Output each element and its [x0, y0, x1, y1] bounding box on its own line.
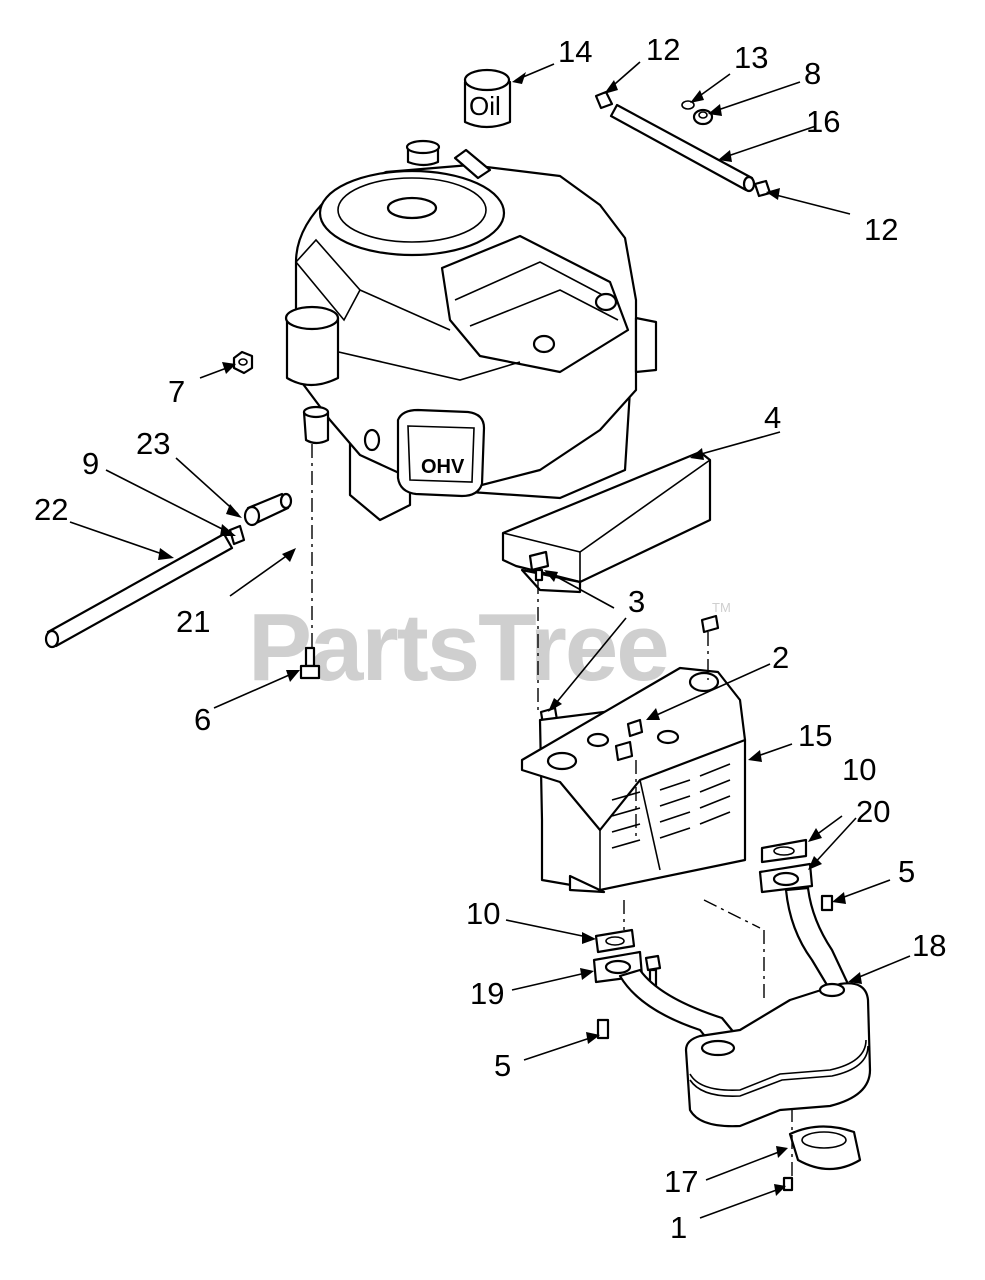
- flange-bolt-left[interactable]: [596, 1018, 610, 1040]
- breather-hose-part[interactable]: [609, 103, 756, 193]
- callout-4: 4: [764, 400, 781, 435]
- callout-18: 18: [912, 928, 946, 963]
- callout-15: 15: [798, 718, 832, 753]
- callout-8: 8: [804, 56, 821, 91]
- o-ring-part[interactable]: [681, 100, 695, 110]
- callout-23: 23: [136, 426, 170, 461]
- shield-vents: [611, 763, 731, 849]
- breather-fitting-part[interactable]: [692, 108, 714, 126]
- callout-16: 16: [806, 104, 840, 139]
- exhaust-gasket-upper[interactable]: [760, 838, 808, 864]
- muffler-part[interactable]: [618, 886, 872, 1128]
- callout-3: 3: [628, 584, 645, 619]
- callout-7: 7: [168, 374, 185, 409]
- spark-deflector-part[interactable]: [788, 1125, 862, 1170]
- callout-21: 21: [176, 604, 210, 639]
- flange-bolt-right[interactable]: [820, 894, 834, 912]
- callout-2: 2: [772, 640, 789, 675]
- callout-12-upper: 12: [646, 32, 680, 67]
- callout-22: 22: [34, 492, 68, 527]
- exhaust-gasket-lower[interactable]: [594, 928, 636, 954]
- leader-lines: [69, 61, 911, 1219]
- oil-bottle-label: Oil: [469, 91, 501, 121]
- callout-17: 17: [664, 1164, 698, 1199]
- deflector-screw-part[interactable]: [782, 1176, 794, 1192]
- callout-1: 1: [670, 1210, 687, 1245]
- hex-nut-part[interactable]: [232, 350, 254, 375]
- callout-19: 19: [470, 976, 504, 1011]
- watermark-trademark: TM: [712, 600, 731, 615]
- callout-13: 13: [734, 40, 768, 75]
- callout-labels: 14 12 13 8 16 12 7 23 9 22 21 4 3 2 6 15…: [34, 32, 946, 1245]
- shield-bolt-right[interactable]: [700, 614, 720, 634]
- hose-clamp-lower[interactable]: [753, 179, 772, 198]
- callout-12-lower: 12: [864, 212, 898, 247]
- callout-14: 14: [558, 34, 592, 69]
- drain-valve-fitting-part[interactable]: [243, 492, 293, 527]
- engine-assembly[interactable]: OHV: [284, 139, 658, 522]
- oil-bottle-part[interactable]: Oil: [463, 68, 512, 129]
- callout-10-lower: 10: [466, 896, 500, 931]
- drain-hose-clamp-part[interactable]: [228, 524, 246, 546]
- callout-10-upper: 10: [842, 752, 876, 787]
- engine-badge: OHV: [421, 456, 465, 478]
- oil-drain-hose-part[interactable]: [44, 532, 234, 649]
- callout-6: 6: [194, 702, 211, 737]
- alignment-lines: [311, 444, 793, 1178]
- hose-clamp-upper[interactable]: [594, 90, 614, 110]
- exhaust-flange-upper[interactable]: [758, 862, 814, 894]
- callout-9: 9: [82, 446, 99, 481]
- muffler-shield-part[interactable]: [520, 666, 747, 894]
- callout-20: 20: [856, 794, 890, 829]
- shield-bolt-upper[interactable]: [528, 550, 550, 582]
- watermark: PartsTree: [248, 594, 668, 701]
- drain-bolt-part[interactable]: [299, 646, 321, 680]
- callout-5-right: 5: [898, 854, 915, 889]
- callout-5-left: 5: [494, 1048, 511, 1083]
